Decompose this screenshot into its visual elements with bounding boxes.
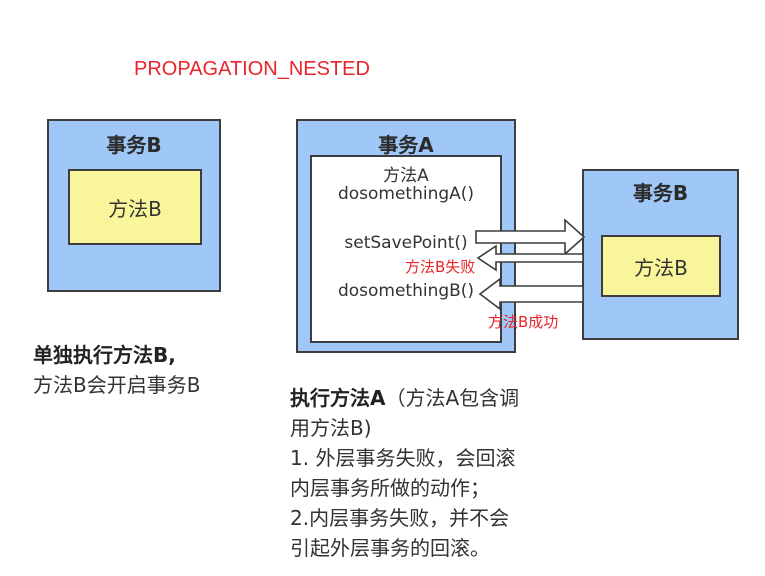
right-method-label: 方法B — [634, 255, 688, 280]
method-a-name: 方法A — [383, 166, 429, 186]
left-method-box: 方法B — [68, 169, 202, 245]
fail-return-arrow — [476, 244, 584, 272]
middle-transaction-label: 事务A — [378, 133, 434, 157]
right-method-box: 方法B — [601, 235, 721, 297]
right-desc-rest: （方法A包含调 — [385, 386, 520, 410]
success-label: 方法B成功 — [488, 313, 559, 331]
left-description: 单独执行方法B, 方法B会开启事务B — [33, 340, 200, 400]
left-method-label: 方法B — [108, 196, 162, 221]
success-return-arrow — [478, 277, 584, 311]
right-desc-line2: 用方法B) — [290, 416, 372, 440]
right-desc-heading: 执行方法A — [290, 386, 386, 410]
call-arrow — [475, 218, 586, 256]
right-description: 执行方法A（方法A包含调 用方法B) 1. 外层事务失败，会回滚 内层事务所做的… — [290, 383, 519, 563]
left-transaction-box: 事务B 方法B — [47, 119, 221, 292]
right-transaction-label: 事务B — [632, 181, 689, 205]
set-save-point-line: setSavePoint() — [344, 233, 468, 253]
left-desc-heading: 单独执行方法B, — [33, 343, 176, 367]
middle-transaction-box: 事务A 方法A dosomethingA() setSavePoint() do… — [296, 119, 516, 353]
method-a-box: 方法A dosomethingA() setSavePoint() dosome… — [310, 155, 502, 343]
right-desc-line5: 2.内层事务失败，并不会 — [290, 506, 510, 530]
dosomething-b-line: dosomethingB() — [337, 281, 475, 301]
right-desc-line6: 引起外层事务的回滚。 — [290, 536, 490, 560]
left-transaction-label: 事务B — [106, 133, 162, 157]
fail-label: 方法B失败 — [405, 258, 476, 276]
diagram-title: PROPAGATION_NESTED — [134, 58, 370, 80]
dosomething-a-line: dosomethingA() — [337, 184, 475, 204]
right-desc-line4: 内层事务所做的动作； — [290, 476, 490, 500]
left-desc-line2: 方法B会开启事务B — [33, 373, 201, 397]
right-desc-line3: 1. 外层事务失败，会回滚 — [290, 446, 516, 470]
